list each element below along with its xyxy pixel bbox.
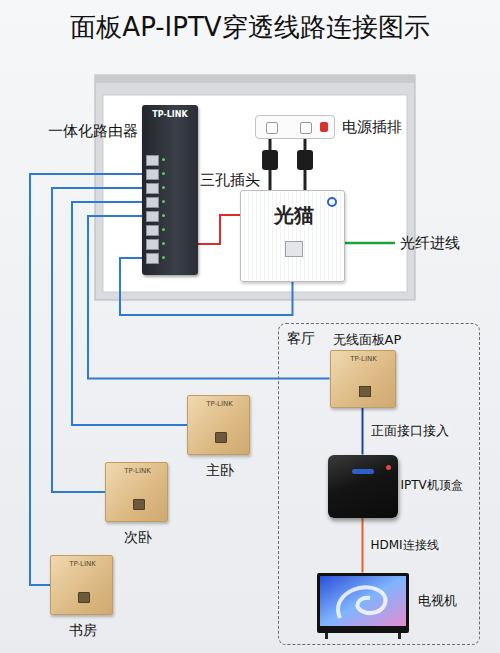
socket [300, 122, 312, 134]
telecom-logo [352, 469, 374, 474]
router-box: 一体化路由器TP-LINK [142, 105, 198, 275]
ethernet-port [215, 432, 227, 443]
ethernet-port [285, 241, 303, 257]
node-label: 次卧 [66, 529, 209, 546]
node-label: 无线面板AP [333, 332, 402, 348]
status-led [162, 242, 165, 245]
ethernet-port [146, 155, 159, 166]
cabinet-top-rim [95, 75, 415, 83]
cable-connector [88, 216, 330, 379]
callout-label: 三孔插头 [200, 171, 260, 189]
three-pin-plug [262, 150, 278, 170]
ethernet-port [359, 386, 371, 397]
optical-modem: 光猫 [240, 190, 345, 282]
node-label: TP-LINK [148, 400, 291, 408]
status-led [162, 172, 165, 175]
cable-connector [362, 518, 364, 573]
status-led [162, 186, 165, 189]
node-label: IPTV机顶盒 [401, 478, 463, 492]
ethernet-port [78, 592, 90, 603]
fiber-line [345, 242, 395, 245]
diagram-title: 面板AP-IPTV穿透线路连接图示 [0, 12, 500, 43]
tv-foot [325, 633, 328, 639]
ethernet-port [146, 197, 159, 208]
power-strip: 电源插排 [255, 115, 335, 139]
node-label: 主卧 [148, 462, 291, 479]
status-led [162, 158, 165, 161]
iptv-set-top-box: IPTV机顶盒 [328, 455, 398, 518]
ethernet-port [146, 239, 159, 250]
node-label: TP-LINK [11, 560, 154, 568]
status-led [162, 228, 165, 231]
node-label: 书房 [11, 622, 154, 639]
status-led [162, 200, 165, 203]
ethernet-port [146, 183, 159, 194]
panel-ap: TP-LINK主卧 [187, 395, 250, 455]
node-label: 光猫 [201, 203, 386, 227]
node-label: TP-LINK [66, 467, 209, 475]
panel-ap: TP-LINK次卧 [105, 462, 168, 522]
socket [266, 122, 278, 134]
tv-foot [398, 633, 401, 639]
ethernet-port [146, 253, 159, 264]
node-label: 一体化路由器 [48, 122, 138, 140]
edge-label: HDMI连接线 [369, 538, 441, 552]
ethernet-port [146, 225, 159, 236]
node-label: TP-LINK [102, 110, 238, 120]
cabinet-interior [103, 95, 407, 292]
three-pin-plug [297, 150, 313, 170]
status-led [386, 465, 391, 470]
television: 电视机 [317, 573, 409, 633]
telecom-logo [327, 197, 337, 207]
tv-screen [320, 576, 406, 626]
plug-cord [269, 139, 272, 150]
panel-ap: TP-LINK书房 [50, 555, 113, 615]
room-region: 客厅无线面板APTP-LINKIPTV机顶盒电视机 [278, 323, 480, 645]
cable-connector [198, 215, 240, 244]
cabinet-housing [95, 75, 415, 300]
panel-ap: 无线面板APTP-LINK [330, 350, 396, 408]
ethernet-port [146, 211, 159, 222]
callout-label: 光纤进线 [400, 234, 460, 252]
node-label: 客厅 [287, 330, 315, 347]
plug-cord [304, 139, 307, 150]
node-label: 电视机 [418, 593, 457, 609]
node-label: 电源插排 [342, 118, 402, 136]
node-label: TP-LINK [291, 355, 437, 363]
status-led [162, 256, 165, 259]
ethernet-port [146, 169, 159, 180]
cable-connector [362, 408, 364, 455]
switch [320, 122, 328, 132]
edge-label: 正面接口接入 [369, 423, 451, 439]
status-led [162, 214, 165, 217]
cable-connector [52, 188, 142, 492]
ethernet-port [133, 499, 145, 510]
